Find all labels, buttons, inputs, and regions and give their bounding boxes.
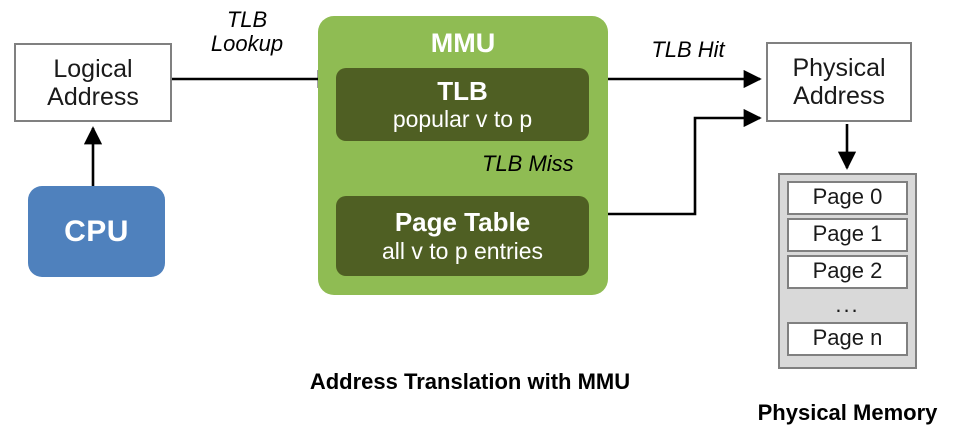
edge-label-tlb-lookup: TLB Lookup <box>182 7 312 57</box>
physical-memory-box: Page 0 Page 1 Page 2 ... Page n <box>778 173 917 369</box>
physical-address-line1: Physical <box>792 54 886 82</box>
memory-page-cell: Page n <box>787 322 908 356</box>
mmu-title: MMU <box>430 28 496 58</box>
memory-page-cell: Page 1 <box>787 218 908 252</box>
memory-page-cell: Page 2 <box>787 255 908 289</box>
logical-address-box: Logical Address <box>14 43 172 122</box>
physical-address-box: Physical Address <box>766 42 912 122</box>
cpu-label: CPU <box>64 214 129 248</box>
memory-page-ellipsis: ... <box>835 292 860 317</box>
cpu-box: CPU <box>28 186 165 277</box>
tlb-subtitle: popular v to p <box>392 106 533 133</box>
tlb-lookup-line1: TLB <box>226 7 268 32</box>
tlb-title: TLB <box>437 75 488 106</box>
logical-address-line2: Address <box>47 82 139 111</box>
edge-label-tlb-miss: TLB Miss <box>482 151 574 176</box>
physical-address-line2: Address <box>793 82 885 110</box>
arrow-page-table-to-physical-address <box>588 108 762 216</box>
page-table-title: Page Table <box>394 207 531 238</box>
edge-label-tlb-hit: TLB Hit <box>651 37 725 62</box>
memory-page-cell: Page 0 <box>787 181 908 215</box>
diagram-title: Address Translation with MMU <box>309 369 631 394</box>
page-table-subtitle: all v to p entries <box>381 237 544 264</box>
logical-address-line1: Logical <box>53 54 133 83</box>
page-table-box: Page Table all v to p entries <box>336 196 589 276</box>
tlb-lookup-line2: Lookup <box>210 31 284 57</box>
tlb-box: TLB popular v to p <box>336 68 589 141</box>
physical-memory-caption: Physical Memory <box>757 400 938 425</box>
